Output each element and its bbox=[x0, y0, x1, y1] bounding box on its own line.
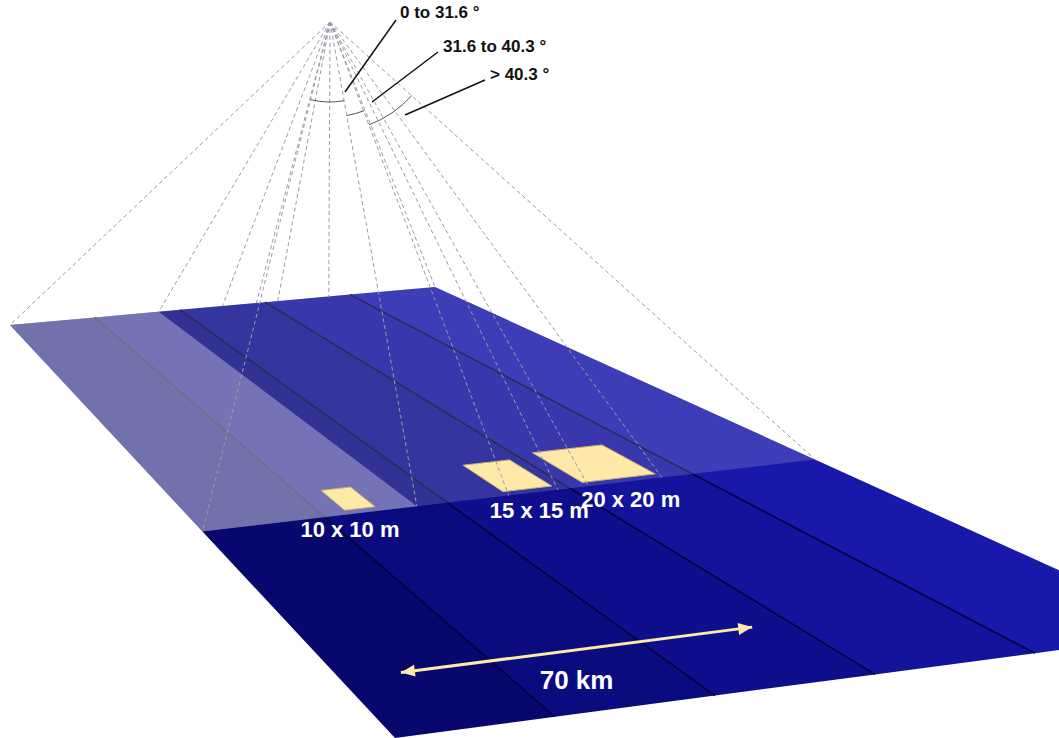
nadir-footprint bbox=[10, 312, 417, 532]
view-ray bbox=[329, 22, 330, 297]
view-ray bbox=[330, 22, 435, 287]
pixel-size-label: 20 x 20 m bbox=[581, 488, 680, 512]
leader-line bbox=[405, 80, 485, 115]
pixel-size-label: 15 x 15 m bbox=[490, 499, 589, 523]
angle-arc bbox=[311, 100, 345, 102]
pixel-square bbox=[321, 487, 375, 510]
leader-line bbox=[372, 52, 438, 102]
view-ray bbox=[330, 22, 417, 506]
arrow-head bbox=[401, 665, 416, 677]
angle-label: > 40.3 ° bbox=[490, 66, 549, 85]
angle-label: 31.6 to 40.3 ° bbox=[443, 38, 546, 57]
pixel-square bbox=[463, 460, 552, 492]
imaged-area bbox=[10, 287, 815, 532]
view-ray bbox=[278, 22, 330, 301]
view-ray bbox=[330, 22, 509, 496]
view-ray bbox=[330, 22, 588, 486]
view-ray bbox=[330, 22, 815, 460]
leader-line bbox=[345, 20, 396, 92]
view-ray bbox=[159, 22, 330, 312]
dimension-label: 70 km bbox=[534, 666, 620, 695]
view-ray bbox=[330, 22, 662, 478]
view-ray bbox=[330, 22, 558, 490]
arrow-head bbox=[738, 623, 753, 635]
pixel-size-label: 10 x 10 m bbox=[300, 518, 399, 542]
view-ray bbox=[10, 22, 330, 325]
view-ray bbox=[203, 22, 331, 532]
angle-arc bbox=[347, 111, 364, 116]
angle-label: 0 to 31.6 ° bbox=[400, 4, 480, 23]
view-ray bbox=[257, 22, 331, 303]
view-ray bbox=[223, 22, 331, 306]
